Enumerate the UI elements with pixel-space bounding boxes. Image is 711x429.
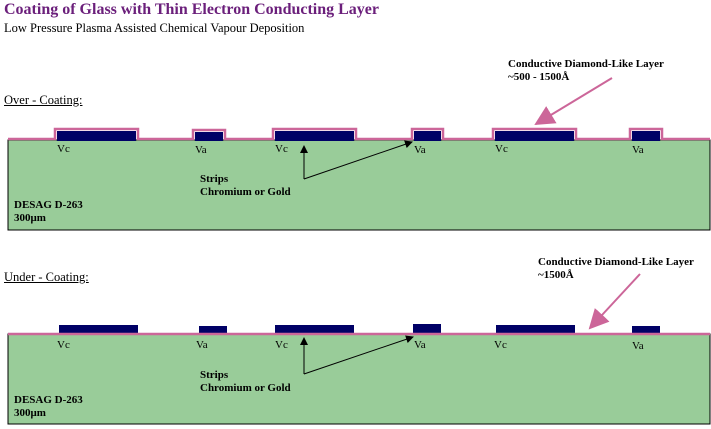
electrode-label: Va: [632, 144, 644, 156]
substrate-label-thickness: 300μm: [14, 407, 46, 419]
strip-va-1: [199, 326, 227, 334]
diamond-like-layer: [8, 127, 710, 141]
electrode-label: Va: [414, 339, 426, 351]
over-coating-diagram: [7, 77, 711, 231]
layer-label-name: Conductive Diamond-Like Layer: [508, 58, 664, 70]
substrate-label-name: DESAG D-263: [14, 394, 83, 406]
strips-arrow-diag: [303, 335, 414, 375]
strips-label-name: Strips: [200, 173, 229, 185]
strip-vc-1: [57, 131, 136, 141]
strip-va-3: [632, 131, 660, 141]
strip-va-2: [413, 324, 441, 334]
strips-label: Strips Chromium or Gold: [200, 173, 291, 199]
substrate-label-name: DESAG D-263: [14, 199, 83, 211]
electrode-label: Vc: [495, 143, 508, 155]
electrode-label: Vc: [275, 143, 288, 155]
electrode-label: Va: [632, 340, 644, 352]
under-coating-diagram: [7, 273, 711, 425]
strip-vc-3: [495, 131, 574, 141]
substrate: [7, 333, 711, 425]
electrode-label: Vc: [494, 339, 507, 351]
electrode-label: Va: [414, 144, 426, 156]
layer-label-thickness: ~500 - 1500Å: [508, 71, 570, 83]
substrate-label-thickness: 300μm: [14, 212, 46, 224]
strip-vc-1: [59, 325, 138, 334]
strips-label-material: Chromium or Gold: [200, 382, 291, 394]
substrate-label: DESAG D-263 300μm: [14, 394, 83, 420]
electrode-label: Va: [195, 144, 207, 156]
strip-vc-3: [496, 325, 575, 334]
strip-vc-2: [275, 325, 354, 334]
strip-vc-2: [275, 131, 354, 141]
layer-label-thickness: ~1500Å: [538, 269, 574, 281]
under-coating-label: Under - Coating:: [4, 270, 89, 284]
strip-va-3: [632, 326, 660, 334]
page-title: Coating of Glass with Thin Electron Cond…: [4, 1, 380, 18]
strips-label-material: Chromium or Gold: [200, 186, 291, 198]
electrode-label: Vc: [57, 339, 70, 351]
over-coating-label: Over - Coating:: [4, 93, 83, 107]
substrate: [7, 139, 711, 231]
layer-label: Conductive Diamond-Like Layer ~500 - 150…: [508, 58, 664, 84]
substrate-label: DESAG D-263 300μm: [14, 199, 83, 225]
strip-va-2: [414, 131, 441, 141]
electrode-label: Vc: [275, 339, 288, 351]
strips-label-name: Strips: [200, 369, 229, 381]
layer-arrow: [534, 77, 613, 126]
layer-arrow: [588, 273, 641, 330]
strips-arrow-diag: [303, 140, 413, 180]
layer-label: Conductive Diamond-Like Layer ~1500Å: [538, 256, 694, 282]
electrode-label: Vc: [57, 143, 70, 155]
electrode-label: Va: [196, 339, 208, 351]
layer-label-name: Conductive Diamond-Like Layer: [538, 256, 694, 268]
strip-va-1: [195, 132, 223, 141]
page-subtitle: Low Pressure Plasma Assisted Chemical Va…: [4, 21, 305, 35]
strips-label: Strips Chromium or Gold: [200, 369, 291, 395]
